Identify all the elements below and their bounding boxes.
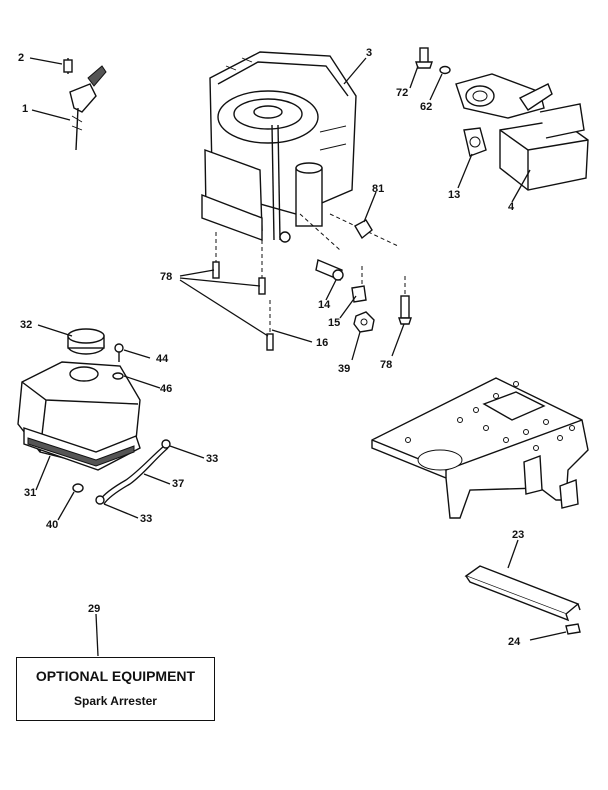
frame-holes bbox=[405, 381, 575, 451]
small-hardware bbox=[279, 219, 412, 333]
callout-29: 29 bbox=[88, 603, 100, 615]
optional-equipment-box: OPTIONAL EQUIPMENT Spark Arrester bbox=[16, 657, 215, 721]
callout-23: 23 bbox=[512, 529, 524, 541]
fuel-tank bbox=[17, 328, 141, 471]
callout-33-top: 33 bbox=[206, 453, 218, 465]
engine bbox=[201, 51, 357, 242]
callout-1: 1 bbox=[22, 103, 28, 115]
frame-plate bbox=[371, 377, 589, 519]
callout-15: 15 bbox=[328, 317, 340, 329]
callout-31: 31 bbox=[24, 487, 36, 499]
callout-78-right: 78 bbox=[380, 359, 392, 371]
callout-81: 81 bbox=[372, 183, 384, 195]
callout-46: 46 bbox=[160, 383, 172, 395]
heat-shield bbox=[464, 565, 581, 635]
callout-13: 13 bbox=[448, 189, 460, 201]
optional-equipment-title: OPTIONAL EQUIPMENT bbox=[35, 668, 196, 684]
callout-40: 40 bbox=[46, 519, 58, 531]
spark-arrester-label: Spark Arrester bbox=[74, 694, 157, 708]
fuel-line bbox=[72, 439, 171, 505]
callout-32: 32 bbox=[20, 319, 32, 331]
callout-62: 62 bbox=[420, 101, 432, 113]
leader-lines bbox=[29, 57, 567, 657]
callout-33-bottom: 33 bbox=[140, 513, 152, 525]
throttle-control bbox=[63, 58, 107, 151]
callout-3: 3 bbox=[366, 47, 372, 59]
callout-16: 16 bbox=[316, 337, 328, 349]
callout-2: 2 bbox=[18, 52, 24, 64]
callout-4: 4 bbox=[508, 201, 515, 213]
callout-78-left: 78 bbox=[160, 271, 172, 283]
muffler-assembly bbox=[415, 47, 589, 191]
callout-24: 24 bbox=[508, 636, 521, 648]
callout-37: 37 bbox=[172, 478, 184, 490]
callout-44: 44 bbox=[156, 353, 169, 365]
callout-72: 72 bbox=[396, 87, 408, 99]
engine-mounting-lines bbox=[212, 213, 406, 351]
callout-labels: 2 1 3 72 62 13 4 81 78 14 15 16 39 78 32… bbox=[18, 47, 524, 648]
callout-14: 14 bbox=[318, 299, 331, 311]
callout-39: 39 bbox=[338, 363, 350, 375]
